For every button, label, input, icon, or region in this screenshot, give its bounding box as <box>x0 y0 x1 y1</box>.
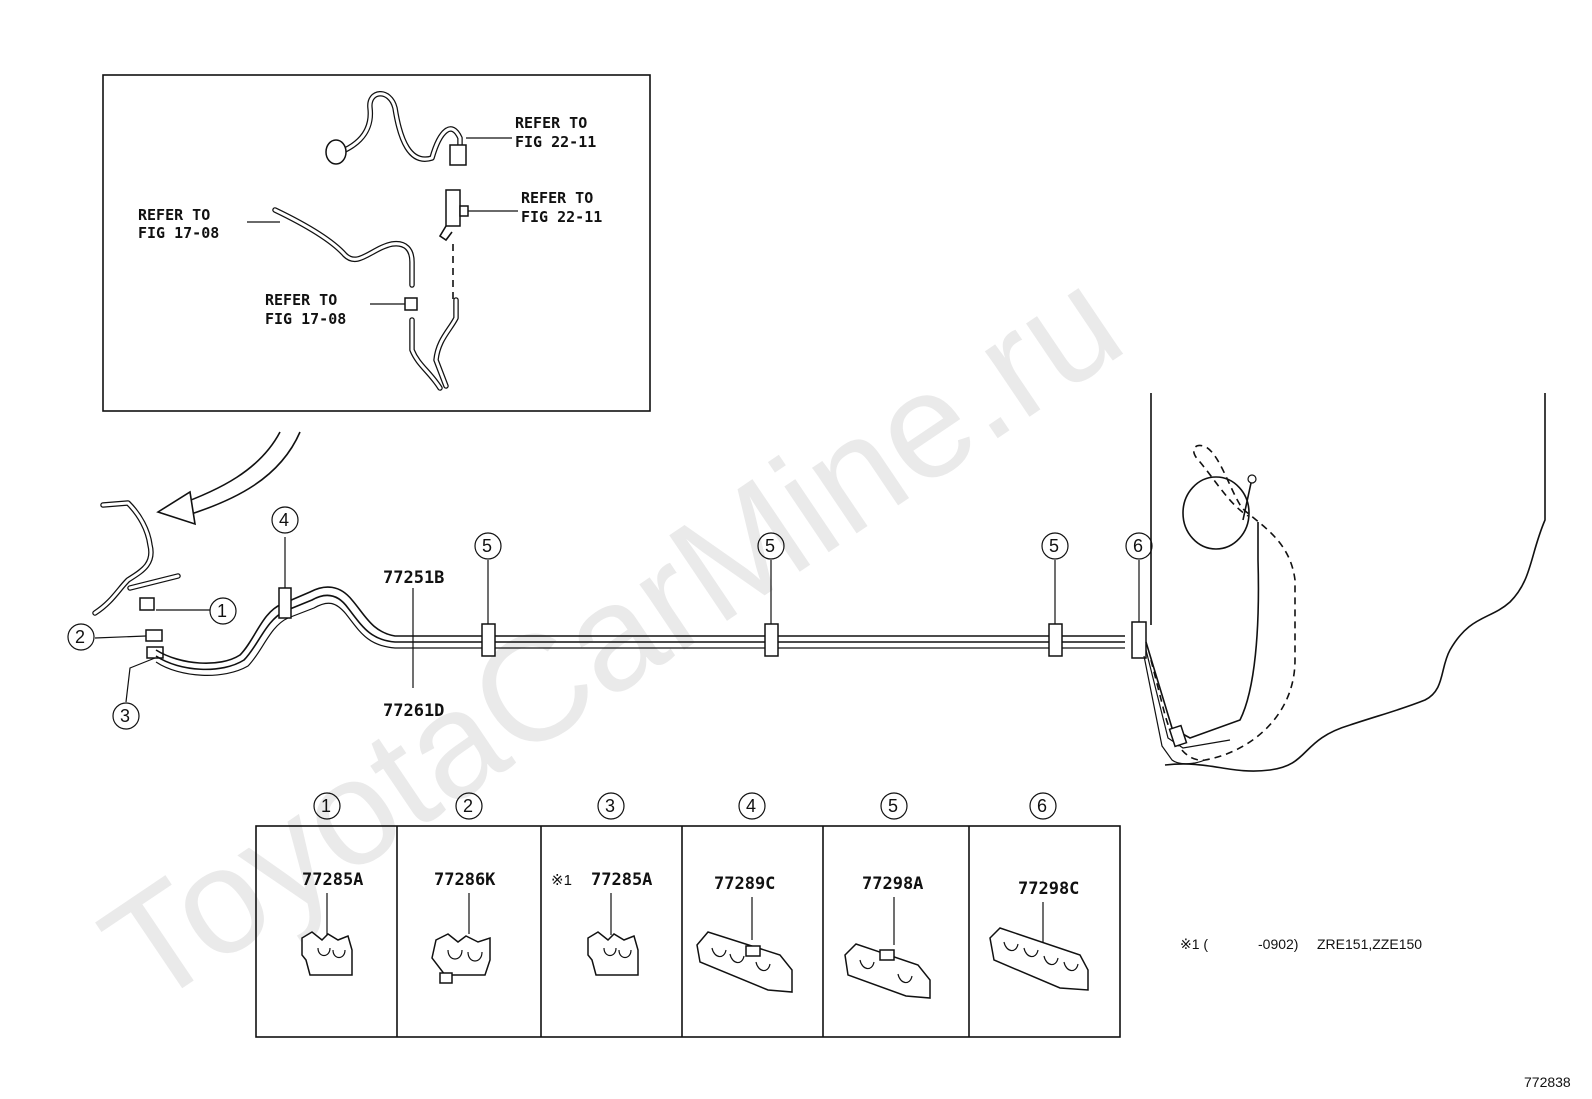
svg-text:5: 5 <box>888 796 898 816</box>
refer-3-line1: REFER TO <box>138 206 210 224</box>
leader-c3 <box>125 657 156 703</box>
svg-text:5: 5 <box>482 536 492 556</box>
tank-lines <box>1143 522 1260 765</box>
clip-5a <box>481 623 496 657</box>
clip-drawing-1 <box>301 893 353 976</box>
inset-vapor-hose <box>325 91 467 166</box>
callout-5b: 5 <box>757 532 785 560</box>
callout-4: 4 <box>271 506 299 534</box>
table-index-4: 4 <box>738 792 766 820</box>
footnote-mark: ※1 ( <box>1180 936 1208 952</box>
part-77261D: 77261D <box>383 701 444 721</box>
body-outline <box>1150 393 1546 772</box>
callout-5c: 5 <box>1041 532 1069 560</box>
table-code-4: 77289C <box>714 874 775 894</box>
callout-6: 6 <box>1125 532 1153 560</box>
clip-6 <box>1131 621 1147 659</box>
table-index-3: 3 <box>597 792 625 820</box>
clip-drawing-2 <box>431 893 491 984</box>
svg-text:5: 5 <box>765 536 775 556</box>
clip-drawing-6 <box>989 902 1089 991</box>
svg-text:3: 3 <box>120 706 130 726</box>
table-code-6: 77298C <box>1018 879 1079 899</box>
svg-text:3: 3 <box>605 796 615 816</box>
callout-1: 1 <box>209 597 237 625</box>
svg-text:4: 4 <box>746 796 756 816</box>
footnote-models: ZRE151,ZZE150 <box>1317 936 1422 952</box>
table-code-1: 77285A <box>302 870 363 890</box>
table-code-2: 77286K <box>434 870 496 890</box>
callout-2: 2 <box>67 623 95 651</box>
inset-filler-pipe <box>272 207 415 288</box>
clip-drawing-5 <box>844 897 931 999</box>
clip-5b <box>764 623 779 657</box>
svg-text:2: 2 <box>463 796 473 816</box>
svg-text:4: 4 <box>279 510 289 530</box>
refer-1-line1: REFER TO <box>515 114 587 132</box>
clip-table <box>255 825 1121 1038</box>
table-index-6: 6 <box>1029 792 1057 820</box>
footnote-range: -0902) <box>1258 936 1298 952</box>
table-code-3: 77285A <box>591 870 652 890</box>
refer-3-line2: FIG 17-08 <box>138 224 219 242</box>
clip-2 <box>145 629 163 642</box>
table-index-2: 2 <box>455 792 483 820</box>
pointer-arrow <box>156 431 301 526</box>
figure-id: 772838 <box>1524 1074 1571 1090</box>
refer-4-line1: REFER TO <box>265 291 337 309</box>
table-index-5: 5 <box>880 792 908 820</box>
inset-valve <box>438 189 469 242</box>
clip-5c <box>1048 623 1063 657</box>
svg-text:6: 6 <box>1037 796 1047 816</box>
clip-1 <box>139 597 155 611</box>
inset-small-clip <box>404 297 418 311</box>
clip-drawing-3 <box>587 893 639 976</box>
inset-frame <box>102 74 651 412</box>
part-77251B: 77251B <box>383 568 444 588</box>
inset-lower-pipes <box>409 297 459 391</box>
refer-4-line2: FIG 17-08 <box>265 310 346 328</box>
refer-2-line2: FIG 22-11 <box>521 208 602 226</box>
refer-1-line2: FIG 22-11 <box>515 133 596 151</box>
callout-3: 3 <box>112 702 140 730</box>
svg-text:2: 2 <box>75 627 85 647</box>
table-prefix-3: ※1 <box>551 872 572 889</box>
filler-neck <box>92 500 181 616</box>
refer-2-line1: REFER TO <box>521 189 593 207</box>
svg-text:1: 1 <box>321 796 331 816</box>
callout-5a: 5 <box>474 532 502 560</box>
table-index-1: 1 <box>313 792 341 820</box>
svg-text:5: 5 <box>1049 536 1059 556</box>
leader-c2 <box>94 635 147 639</box>
table-code-5: 77298A <box>862 874 923 894</box>
svg-text:1: 1 <box>217 601 227 621</box>
clip-4 <box>278 587 292 619</box>
clip-drawing-4 <box>696 897 793 993</box>
svg-text:6: 6 <box>1133 536 1143 556</box>
